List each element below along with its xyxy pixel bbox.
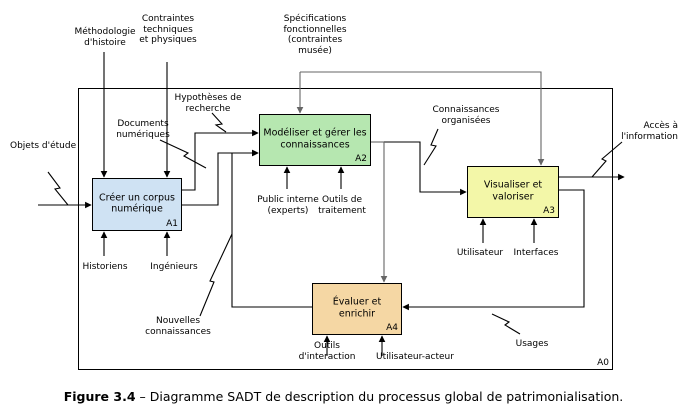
caption-text: – Diagramme SADT de description du proce… bbox=[135, 389, 624, 404]
activity-title-a1: Créer un corpus numérique bbox=[99, 191, 175, 215]
frame-id: A0 bbox=[597, 358, 609, 368]
label-usages: Usages bbox=[515, 339, 549, 349]
arrow-specifications-a3 bbox=[300, 71, 545, 166]
label-interfaces: Interfaces bbox=[513, 248, 559, 258]
activity-id-a1: A1 bbox=[166, 219, 178, 229]
label-nouvelles: Nouvelles connaissances bbox=[145, 316, 211, 337]
activity-id-a2: A2 bbox=[355, 154, 367, 164]
activity-title-a4: Évaluer et enrichir bbox=[332, 296, 382, 319]
label-outils-traitement: Outils de traitement bbox=[318, 195, 366, 216]
label-documents: Documents numériques bbox=[116, 119, 170, 140]
label-ingenieurs: Ingénieurs bbox=[150, 262, 198, 272]
activity-box-a3: Visualiser et valoriser A3 bbox=[467, 166, 559, 218]
label-objets: Objets d'étude bbox=[10, 141, 77, 151]
activity-box-a1: Créer un corpus numérique A1 bbox=[92, 178, 182, 231]
arrow-a3-a4 bbox=[402, 189, 585, 311]
lightning-usages bbox=[491, 313, 521, 335]
activity-id-a3: A3 bbox=[543, 206, 555, 216]
label-contraintes: Contraintes techniques et physiques bbox=[139, 14, 197, 45]
activity-title-a2: Modéliser et gérer les connaissances bbox=[263, 127, 367, 150]
label-methodologie: Méthodologie d'histoire bbox=[74, 27, 136, 48]
activity-box-a4: Évaluer et enrichir A4 bbox=[312, 283, 402, 335]
label-outils-interaction: Outils d'interaction bbox=[298, 341, 356, 362]
lightning-objets bbox=[47, 171, 69, 206]
lightning-nouvelles bbox=[199, 233, 233, 317]
lightning-documents bbox=[159, 139, 207, 169]
caption-number: Figure 3.4 bbox=[63, 389, 136, 404]
label-acces: Accès à l'information bbox=[621, 121, 678, 142]
label-utilisateur: Utilisateur bbox=[456, 248, 504, 258]
label-specifications: Spécifications fonctionnelles (contraint… bbox=[283, 14, 347, 56]
arrow-a2-a3 bbox=[371, 141, 467, 196]
activity-box-a2: Modéliser et gérer les connaissances A2 bbox=[259, 114, 371, 166]
activity-id-a4: A4 bbox=[386, 323, 398, 333]
figure-caption: Figure 3.4 – Diagramme SADT de descripti… bbox=[0, 389, 687, 404]
label-hypotheses: Hypothèses de recherche bbox=[174, 93, 242, 114]
lightning-connaissances bbox=[423, 128, 439, 166]
label-connaissances-org: Connaissances organisées bbox=[432, 105, 500, 126]
activity-title-a3: Visualiser et valoriser bbox=[483, 179, 543, 202]
label-historiens: Historiens bbox=[82, 262, 128, 272]
context-frame: A0 bbox=[78, 88, 613, 370]
label-public: Public interne (experts) bbox=[257, 195, 319, 216]
lightning-hypotheses bbox=[211, 112, 227, 133]
label-utilisateur-acteur: Utilisateur-acteur bbox=[376, 352, 454, 362]
lightning-acces bbox=[591, 141, 623, 178]
arrow-a4-a2 bbox=[231, 149, 312, 308]
